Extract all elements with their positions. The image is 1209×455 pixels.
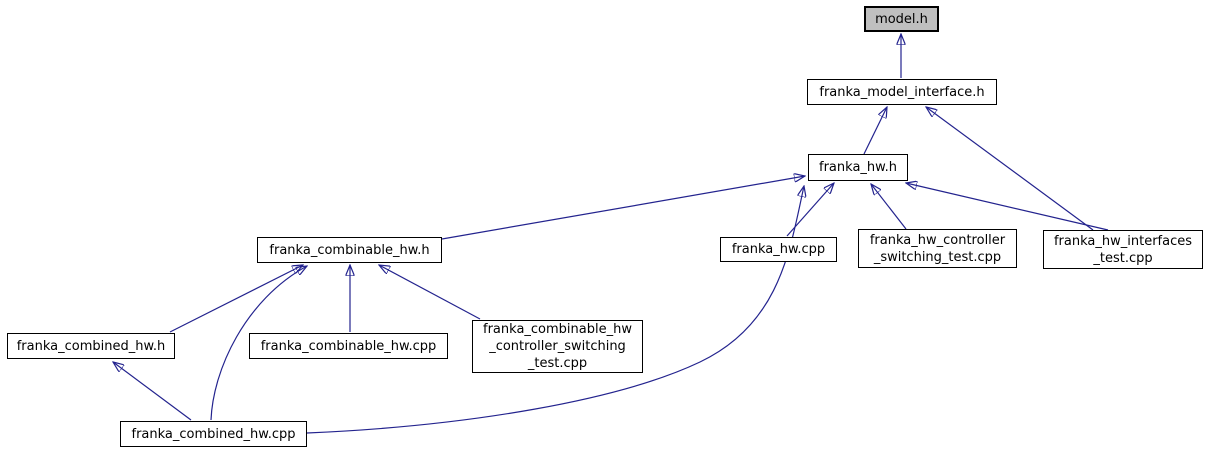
node-franka-hw-controller-switching-test-cpp[interactable]: franka_hw_controller _switching_test.cpp: [858, 229, 1017, 268]
edge-franka_combinable_hw_controller_switching_test_cpp-to-franka_combinable_hw_h: [379, 265, 481, 320]
node-franka-combinable-hw-controller-switching-test-cpp[interactable]: franka_combinable_hw _controller_switchi…: [472, 320, 643, 373]
edge-franka_combined_hw_cpp-to-franka_combinable_hw_h: [210, 266, 307, 421]
node-franka-combined-hw-h[interactable]: franka_combined_hw.h: [7, 333, 175, 359]
edge-franka_hw_interfaces_test_cpp-to-franka_model_interface_h: [926, 107, 1094, 231]
node-franka-hw-interfaces-test-cpp[interactable]: franka_hw_interfaces _test.cpp: [1043, 230, 1203, 269]
node-franka-hw-h[interactable]: franka_hw.h: [808, 154, 908, 181]
node-model-h[interactable]: model.h: [864, 6, 939, 32]
edge-franka_hw_h-to-franka_model_interface_h: [863, 107, 887, 155]
node-franka-combinable-hw-h[interactable]: franka_combinable_hw.h: [257, 237, 442, 263]
node-franka-hw-cpp[interactable]: franka_hw.cpp: [720, 237, 837, 262]
edge-franka_hw_interfaces_test_cpp-to-franka_hw_h: [906, 183, 1109, 231]
edge-franka_combined_hw_cpp-to-franka_hw_h: [306, 186, 804, 434]
edge-franka_combined_hw_h-to-franka_combinable_hw_h: [169, 265, 303, 333]
node-franka-model-interface-h[interactable]: franka_model_interface.h: [807, 79, 997, 105]
edge-franka_combined_hw_cpp-to-franka_combined_hw_h: [113, 362, 192, 421]
edge-franka_hw_cpp-to-franka_hw_h: [786, 183, 834, 237]
edge-franka_hw_controller_switching_test_cpp-to-franka_hw_h: [871, 184, 907, 230]
node-franka-combined-hw-cpp[interactable]: franka_combined_hw.cpp: [120, 421, 307, 447]
node-franka-combinable-hw-cpp[interactable]: franka_combinable_hw.cpp: [249, 333, 448, 359]
edge-franka_combinable_hw_h-to-franka_hw_h: [441, 176, 805, 240]
